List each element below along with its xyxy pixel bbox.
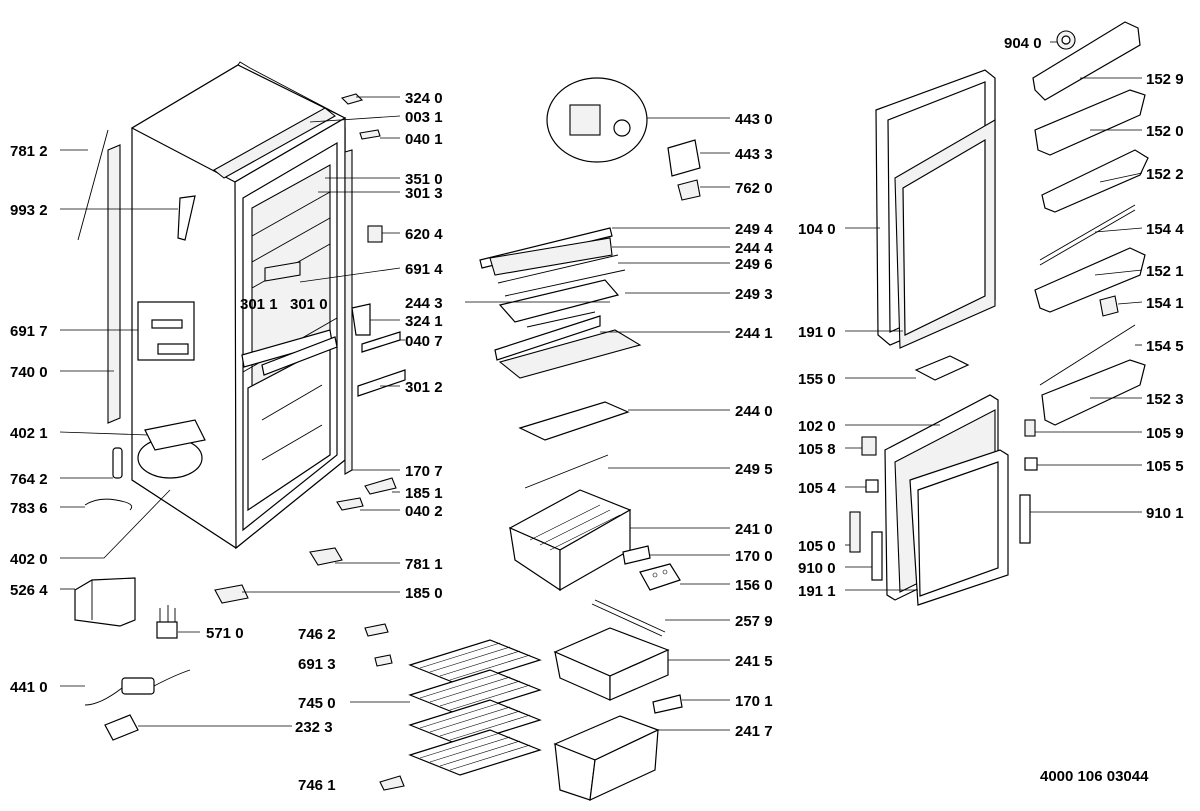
part-labels-right: 904 0 152 9 152 0 152 2 154 4 152 1 154 … [1004,35,1184,522]
label-232-3: 232 3 [295,719,333,736]
doors [849,69,1009,606]
label-105-0: 105 0 [798,538,836,555]
label-152-0: 152 0 [1146,123,1184,140]
label-241-7: 241 7 [735,723,773,740]
door-bins [1019,21,1149,544]
label-152-2: 152 2 [1146,166,1184,183]
label-443-3: 443 3 [735,146,773,163]
label-244-3: 244 3 [405,295,443,312]
label-152-9: 152 9 [1146,71,1184,88]
label-402-1: 402 1 [10,425,48,442]
label-152-3: 152 3 [1146,391,1184,408]
label-740-0: 740 0 [10,364,48,381]
label-904-0: 904 0 [1004,35,1042,52]
part-labels-center: 324 0 003 1 040 1 351 0 301 3 620 4 691 … [240,90,443,794]
label-154-1: 154 1 [1146,295,1184,312]
label-783-6: 783 6 [10,500,48,517]
label-154-4: 154 4 [1146,221,1184,238]
label-105-5: 105 5 [1146,458,1184,475]
label-155-0: 155 0 [798,371,836,388]
label-301-3: 301 3 [405,185,443,202]
label-781-2: 781 2 [10,143,48,160]
label-993-2: 993 2 [10,202,48,219]
label-105-8: 105 8 [798,441,836,458]
label-402-0: 402 0 [10,551,48,568]
label-244-0: 244 0 [735,403,773,420]
label-910-0: 910 0 [798,560,836,577]
cabinet-small-parts [74,93,406,741]
part-labels-left: 781 2 993 2 691 7 740 0 402 1 764 2 783 … [10,143,333,736]
label-324-1: 324 1 [405,313,443,330]
label-691-4: 691 4 [405,261,443,278]
label-324-0: 324 0 [405,90,443,107]
label-571-0: 571 0 [206,625,244,642]
label-102-0: 102 0 [798,418,836,435]
label-620-4: 620 4 [405,226,443,243]
label-257-9: 257 9 [735,613,773,630]
label-241-5: 241 5 [735,653,773,670]
label-191-0: 191 0 [798,324,836,341]
label-301-0: 301 0 [290,296,328,313]
label-691-7: 691 7 [10,323,48,340]
label-040-2: 040 2 [405,503,443,520]
label-170-7: 170 7 [405,463,443,480]
label-910-1: 910 1 [1146,505,1184,522]
label-764-2: 764 2 [10,471,48,488]
label-441-0: 441 0 [10,679,48,696]
label-301-2: 301 2 [405,379,443,396]
leader-lines [59,41,1143,731]
glass-shelves-and-drawers [479,77,701,801]
diagram-reference-number: 4000 106 03044 [1040,768,1149,785]
label-040-7: 040 7 [405,333,443,350]
label-691-3: 691 3 [298,656,336,673]
label-105-9: 105 9 [1146,425,1184,442]
label-185-0: 185 0 [405,585,443,602]
label-105-4: 105 4 [798,480,836,497]
label-191-1: 191 1 [798,583,836,600]
part-labels-door: 104 0 191 0 155 0 102 0 105 8 105 4 105 … [798,221,836,600]
label-154-5: 154 5 [1146,338,1184,355]
label-351-0: 351 0 [405,171,443,188]
label-762-0: 762 0 [735,180,773,197]
label-003-1: 003 1 [405,109,443,126]
label-241-0: 241 0 [735,521,773,538]
label-249-4: 249 4 [735,221,773,238]
label-104-0: 104 0 [798,221,836,238]
part-labels-shelves: 443 0 443 3 762 0 249 4 244 4 249 6 244 … [405,111,773,740]
label-745-0: 745 0 [298,695,336,712]
label-170-1: 170 1 [735,693,773,710]
label-170-0: 170 0 [735,548,773,565]
label-781-1: 781 1 [405,556,443,573]
label-443-0: 443 0 [735,111,773,128]
label-746-1: 746 1 [298,777,336,794]
label-249-6: 249 6 [735,256,773,273]
label-301-1: 301 1 [240,296,278,313]
fridge-cabinet [77,61,353,550]
label-526-4: 526 4 [10,582,48,599]
label-156-0: 156 0 [735,577,773,594]
label-244-1: 244 1 [735,325,773,342]
label-040-1: 040 1 [405,131,443,148]
label-249-3: 249 3 [735,286,773,303]
label-244-4: 244 4 [735,240,773,257]
label-185-1: 185 1 [405,485,443,502]
label-152-1: 152 1 [1146,263,1184,280]
label-249-5: 249 5 [735,461,773,478]
label-746-2: 746 2 [298,626,336,643]
wire-shelves [364,623,542,791]
